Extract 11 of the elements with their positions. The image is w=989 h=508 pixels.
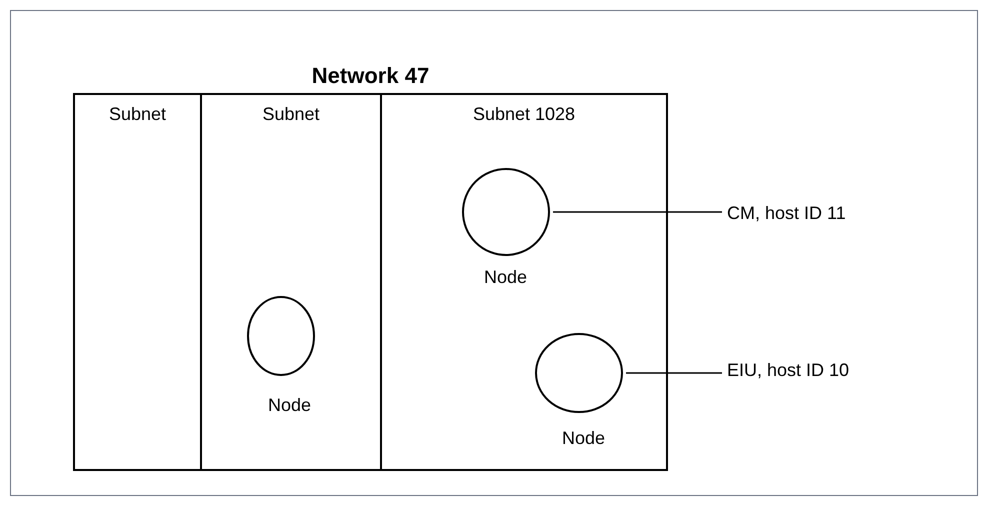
leader-line [626, 372, 722, 374]
node-caption: Node [562, 427, 606, 450]
network-title: Network 47 [310, 62, 430, 90]
subnet-label: Subnet [108, 103, 166, 126]
callout-text: CM, host ID 11 [727, 200, 846, 227]
node-caption: Node [484, 266, 528, 289]
callout-text: EIU, host ID 10 [727, 357, 850, 384]
leader-line [553, 211, 722, 213]
node-caption: Node [268, 394, 312, 417]
subnet-label: Subnet 1028 [472, 103, 576, 126]
subnet-label: Subnet [262, 103, 320, 126]
